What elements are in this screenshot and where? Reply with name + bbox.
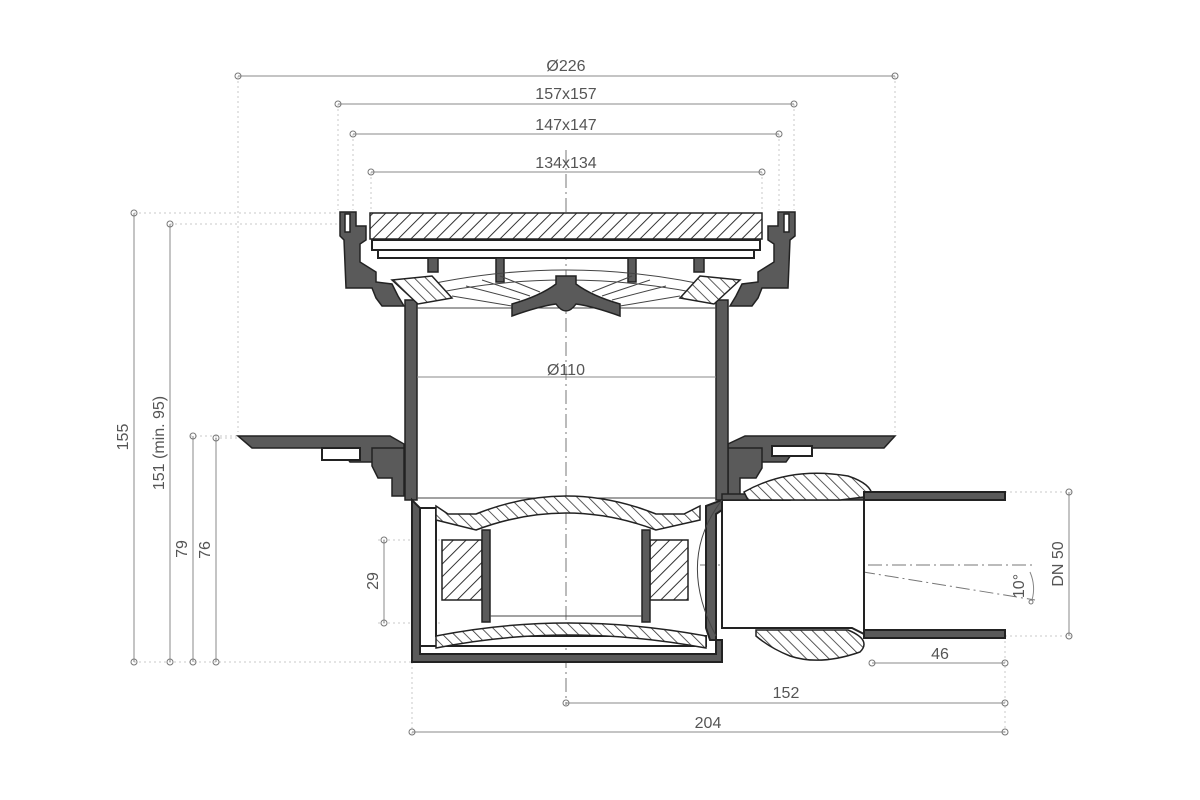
dim-outer-diameter: Ø226 [234, 58, 899, 80]
svg-text:DN 50: DN 50 [1050, 541, 1067, 586]
svg-text:Ø110: Ø110 [547, 362, 585, 379]
svg-text:155: 155 [115, 424, 132, 451]
svg-text:157x157: 157x157 [535, 86, 596, 103]
dim-total-height: 155 [115, 209, 138, 666]
svg-text:147x147: 147x147 [535, 117, 596, 134]
dim-adjustable-height: 151 (min. 95) [151, 220, 174, 666]
svg-text:134x134: 134x134 [535, 155, 596, 172]
extension-lines [134, 76, 1072, 735]
drain-body [235, 211, 1006, 663]
svg-text:152: 152 [773, 685, 800, 702]
dim-trap-seal: 29 [365, 536, 388, 627]
svg-text:Ø226: Ø226 [546, 58, 585, 75]
dim-outlet-height: 79 [174, 432, 197, 666]
dim-flange-height: 76 [197, 434, 220, 666]
dim-pipe-diameter: Ø110 [417, 362, 716, 379]
svg-text:46: 46 [931, 646, 949, 663]
dim-grate: 134x134 [367, 155, 766, 176]
dim-frame-outer: 157x157 [334, 86, 798, 108]
dim-frame-inner: 147x147 [349, 117, 783, 138]
svg-text:151 (min. 95): 151 (min. 95) [151, 396, 168, 490]
svg-text:204: 204 [695, 715, 722, 732]
dim-outlet-size: DN 50 [1050, 488, 1073, 640]
dim-slope-angle: 10° [1011, 571, 1035, 605]
dim-outlet-spigot: 46 [868, 646, 1009, 667]
svg-text:29: 29 [365, 572, 382, 590]
svg-text:79: 79 [174, 540, 191, 558]
dim-total-length: 204 [408, 715, 1009, 736]
svg-text:76: 76 [197, 541, 214, 559]
svg-text:10°: 10° [1011, 574, 1028, 598]
dim-axis-to-outlet: 152 [562, 685, 1009, 707]
